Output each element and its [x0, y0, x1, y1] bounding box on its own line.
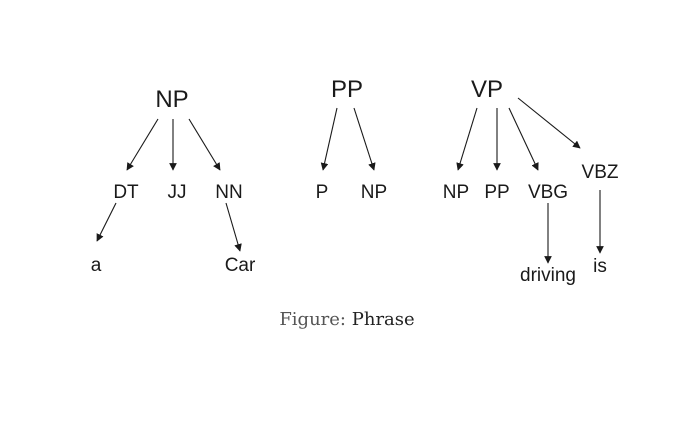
nn-to-car-edge [225, 202, 242, 252]
pp-to-p-edge [320, 107, 338, 171]
np-to-nn-edge [188, 118, 221, 171]
pp-child-np: NP [361, 182, 387, 203]
leaf-driving: driving [520, 265, 576, 286]
vp-to-vbz-edge [517, 97, 581, 149]
np-root-label: NP [155, 86, 188, 113]
vp-child-np: NP [443, 182, 469, 203]
pp-to-np-edge [353, 107, 376, 171]
np-child-nn: NN [215, 182, 242, 203]
vp-root-label: VP [471, 76, 503, 103]
leaf-a: a [91, 255, 102, 276]
leaf-car: Car [225, 255, 256, 276]
leaf-is: is [593, 256, 607, 277]
pp-tree: PP P NP [316, 76, 388, 203]
figure-caption: Figure: Phrase [0, 309, 694, 330]
caption-label: Figure: [279, 309, 346, 330]
np-to-dt-edge [126, 118, 159, 171]
vp-child-pp: PP [484, 182, 509, 203]
vp-child-vbz: VBZ [582, 162, 619, 183]
dt-to-a-edge [96, 202, 117, 242]
np-child-jj: JJ [168, 182, 187, 203]
caption-text: Phrase [351, 309, 415, 330]
vp-child-vbg: VBG [528, 182, 568, 203]
pp-root-label: PP [331, 76, 363, 103]
vp-tree: VP NP PP VBG VBZ driving is [443, 76, 619, 286]
vp-to-vbg-edge [508, 107, 539, 171]
pp-child-p: P [316, 182, 329, 203]
np-child-dt: DT [113, 182, 139, 203]
vp-to-np-edge [456, 107, 478, 171]
np-tree: NP DT JJ NN a Car [91, 86, 256, 276]
